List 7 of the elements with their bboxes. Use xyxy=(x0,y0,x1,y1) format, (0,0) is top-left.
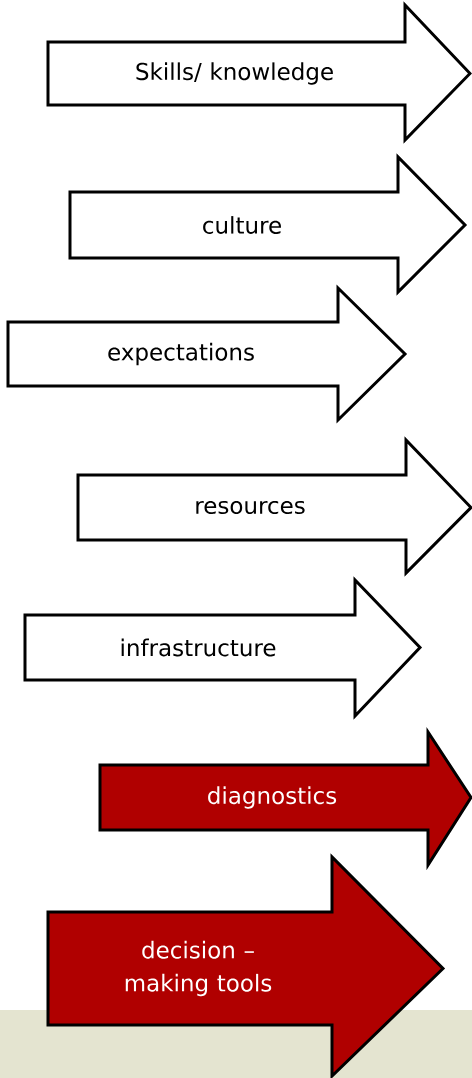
label-banner: culture xyxy=(68,153,468,296)
label-banner: diagnostics xyxy=(98,727,472,871)
label-banner: infrastructure xyxy=(23,576,423,720)
label-banner: resources xyxy=(76,436,472,577)
label-banner: expectations xyxy=(6,284,408,424)
label-banner: decision – making tools xyxy=(46,853,446,1078)
label-banner: Skills/ knowledge xyxy=(46,1,472,144)
